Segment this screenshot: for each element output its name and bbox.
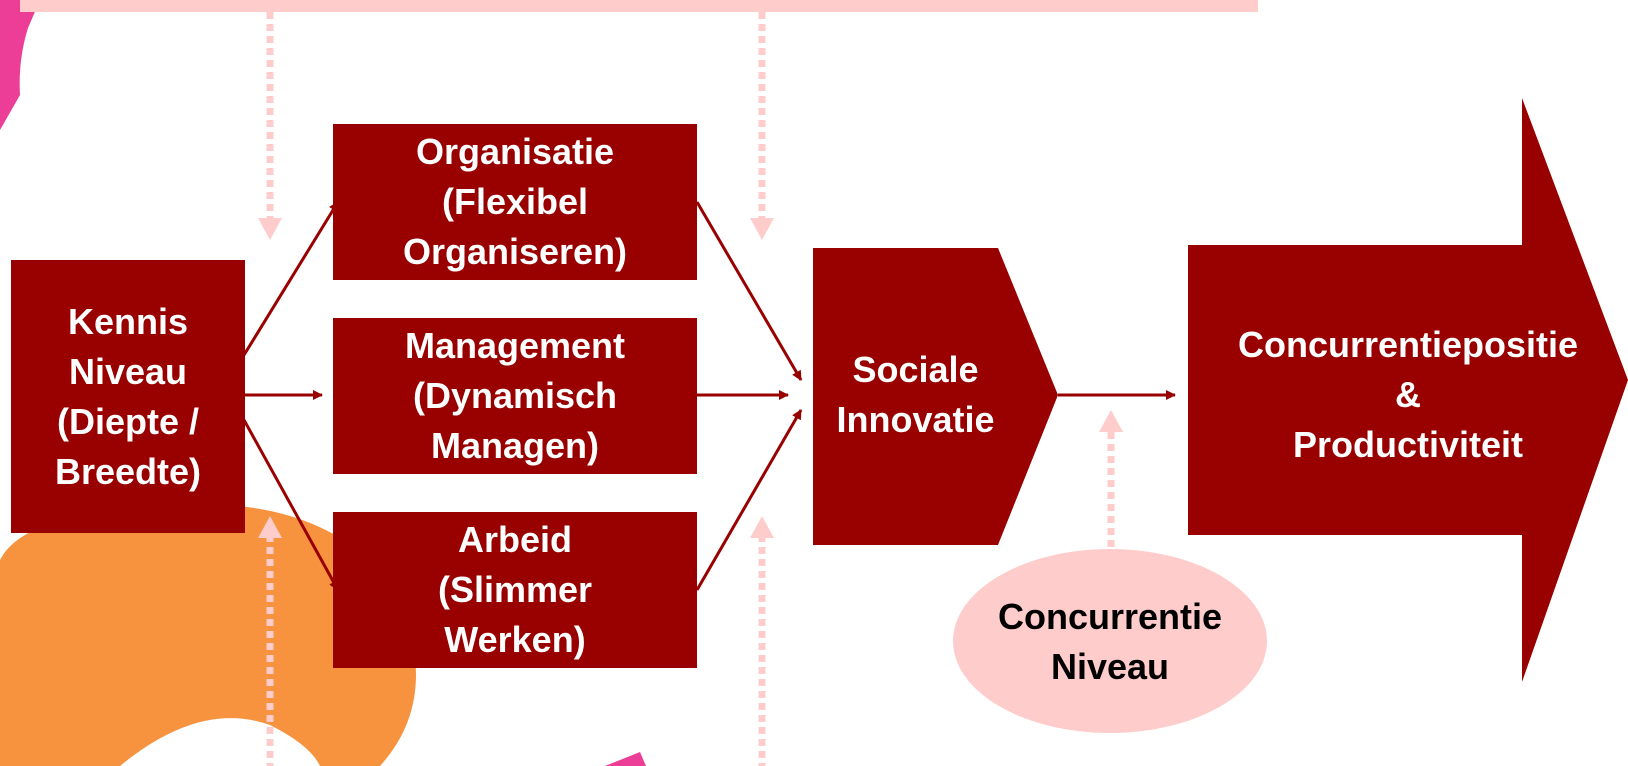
arbeid-label: Arbeid (Slimmer Werken) [437,519,593,660]
dotted-arrowhead-concurrentie [1099,410,1123,432]
arrow-kennis-arbeid [242,419,340,591]
decor-orange-shape [0,504,416,766]
arrow-organisatie-sociale [695,201,803,381]
dotted-arrowhead-top-left [258,218,282,240]
concurrentiepositie-shape [1188,98,1628,682]
concurrentie-niveau-label: Concurrentie Niveau [997,596,1223,687]
decor-pink-shape-bottom [605,752,646,766]
management-box: Management (Dynamisch Managen) [333,318,697,474]
top-banner [20,0,1258,12]
arrow-kennis-organisatie [242,201,340,356]
arbeid-box: Arbeid (Slimmer Werken) [333,512,697,668]
management-label: Management (Dynamisch Managen) [404,325,626,466]
organisatie-box: Organisatie (Flexibel Organiseren) [333,124,697,280]
concurrentiepositie-text: Concurrentiepositie & Productiviteit [1188,315,1628,475]
sociale-innovatie-text: Sociale Innovatie [813,330,1018,460]
concurrentiepositie-label: Concurrentiepositie & Productiviteit [1237,324,1579,465]
sociale-innovatie-label: Sociale Innovatie [836,349,995,440]
dotted-arrowhead-bottom-left [258,516,282,538]
decor-pink-shape-top [0,0,40,130]
kennis-niveau-label: Kennis Niveau (Diepte / Breedte) [54,300,202,492]
arrow-arbeid-sociale [695,409,803,591]
dotted-arrowhead-top-right [750,218,774,240]
dotted-arrowhead-bottom-right [750,516,774,538]
concurrentie-niveau-ellipse [953,549,1267,733]
organisatie-label: Organisatie (Flexibel Organiseren) [402,131,628,272]
sociale-innovatie-shape [813,248,1058,545]
kennis-niveau-box: Kennis Niveau (Diepte / Breedte) [11,260,245,533]
